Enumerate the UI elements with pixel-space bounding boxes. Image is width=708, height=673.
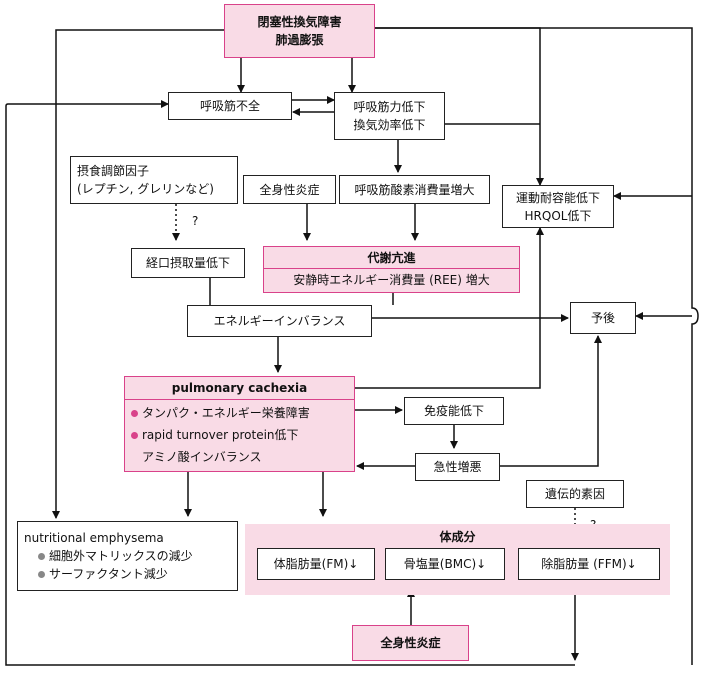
- bmc-label: 骨塩量(BMC)↓: [403, 557, 487, 571]
- oral-intake-box: 経口摂取量低下: [131, 248, 245, 278]
- immune-decline-label: 免疫能低下: [423, 404, 484, 418]
- resp-muscle-o2-box: 呼吸筋酸素消費量増大: [339, 175, 490, 204]
- pink-bullet-icon: [131, 409, 138, 417]
- fm-label: 体脂肪量(FM)↓: [273, 557, 359, 571]
- ffm-box: 除脂肪量 (FFM)↓: [518, 548, 660, 580]
- emphysema-item-label: サーファクタント減少: [49, 567, 168, 581]
- resp-decline-line-1: 呼吸筋力低下: [353, 100, 426, 114]
- exercise-tolerance-box: 運動耐容能低下 HRQOL低下: [502, 185, 614, 228]
- acute-exacerbation-box: 急性増悪: [415, 453, 500, 481]
- genetic-box: 遺伝的素因: [526, 480, 624, 508]
- systemic-inflammation-bottom-label: 全身性炎症: [380, 636, 441, 650]
- cachexia-divider: [125, 399, 354, 400]
- arrow-acute-to-prognosis: [500, 335, 602, 467]
- acute-exacerbation-label: 急性増悪: [433, 460, 482, 474]
- prognosis-box: 予後: [570, 302, 636, 334]
- resp-decline-box: 呼吸筋力低下 換気効率低下: [334, 92, 445, 140]
- cachexia-item-label: アミノ酸インバランス: [142, 450, 262, 464]
- appetite-factors-line-2: (レプチン, グレリンなど): [77, 182, 214, 196]
- hypermetabolism-divider: [264, 268, 519, 269]
- copd-box: 閉塞性換気障害 肺過膨張: [224, 4, 375, 58]
- systemic-inflammation-box: 全身性炎症: [243, 175, 336, 204]
- cachexia-title: pulmonary cachexia: [171, 381, 308, 395]
- body-composition-title: 体成分: [439, 530, 476, 544]
- cachexia-item: タンパク・エネルギー栄養障害: [125, 402, 354, 424]
- energy-imbalance-label: エネルギーインバランス: [213, 314, 346, 328]
- emphysema-box: nutritional emphysema 細胞外マトリックスの減少 サーファク…: [17, 521, 238, 591]
- cachexia-box: pulmonary cachexia タンパク・エネルギー栄養障害 rapid …: [124, 376, 355, 472]
- oral-intake-label: 経口摂取量低下: [145, 256, 230, 270]
- immune-decline-box: 免疫能低下: [404, 397, 504, 425]
- ffm-label: 除脂肪量 (FFM)↓: [541, 557, 637, 571]
- bmc-box: 骨塩量(BMC)↓: [385, 548, 505, 580]
- genetic-label: 遺伝的素因: [544, 487, 605, 501]
- emphysema-item-label: 細胞外マトリックスの減少: [49, 549, 193, 563]
- cachexia-item: アミノ酸インバランス: [125, 446, 354, 468]
- gray-bullet-icon: [38, 552, 45, 560]
- hypermetabolism-title: 代謝亢進: [367, 251, 416, 265]
- emphysema-item: サーファクタント減少: [24, 565, 237, 583]
- systemic-inflammation-bottom-box: 全身性炎症: [352, 625, 469, 661]
- prognosis-label: 予後: [590, 311, 615, 325]
- cachexia-item: rapid turnover protein低下: [125, 424, 354, 446]
- emphysema-title: nutritional emphysema: [24, 531, 164, 545]
- copd-line-2: 肺過膨張: [275, 33, 324, 47]
- hypermetabolism-detail: 安静時エネルギー消費量 (REE) 増大: [293, 273, 490, 287]
- cachexia-item-label: タンパク・エネルギー栄養障害: [142, 406, 310, 420]
- line-right-loop: [370, 27, 699, 665]
- fm-box: 体脂肪量(FM)↓: [257, 548, 375, 580]
- resp-muscle-failure-label: 呼吸筋不全: [199, 99, 260, 113]
- pink-bullet-icon: [131, 431, 138, 439]
- copd-line-1: 閉塞性換気障害: [257, 15, 342, 29]
- cachexia-item-label: rapid turnover protein低下: [142, 428, 299, 442]
- resp-muscle-o2-label: 呼吸筋酸素消費量増大: [354, 182, 475, 197]
- arrow-copd-to-emphysema: [52, 29, 224, 519]
- arrow-loop-to-muscle-failure: [5, 100, 575, 666]
- appetite-question-mark: ?: [192, 214, 199, 228]
- appetite-factors-line-1: 摂食調節因子: [77, 164, 150, 178]
- gray-bullet-icon: [38, 570, 45, 578]
- arrow-cachexia-to-exercise: [355, 227, 544, 389]
- emphysema-item: 細胞外マトリックスの減少: [24, 547, 237, 565]
- resp-decline-line-2: 換気効率低下: [353, 118, 426, 132]
- energy-imbalance-box: エネルギーインバランス: [187, 305, 372, 337]
- systemic-inflammation-label: 全身性炎症: [259, 182, 320, 197]
- exercise-tolerance-line-2: HRQOL低下: [524, 208, 592, 223]
- resp-muscle-failure-box: 呼吸筋不全: [168, 92, 292, 120]
- hypermetabolism-box: 代謝亢進 安静時エネルギー消費量 (REE) 増大: [263, 246, 520, 293]
- exercise-tolerance-line-1: 運動耐容能低下: [515, 190, 600, 205]
- appetite-factors-box: 摂食調節因子 (レプチン, グレリンなど): [70, 156, 238, 204]
